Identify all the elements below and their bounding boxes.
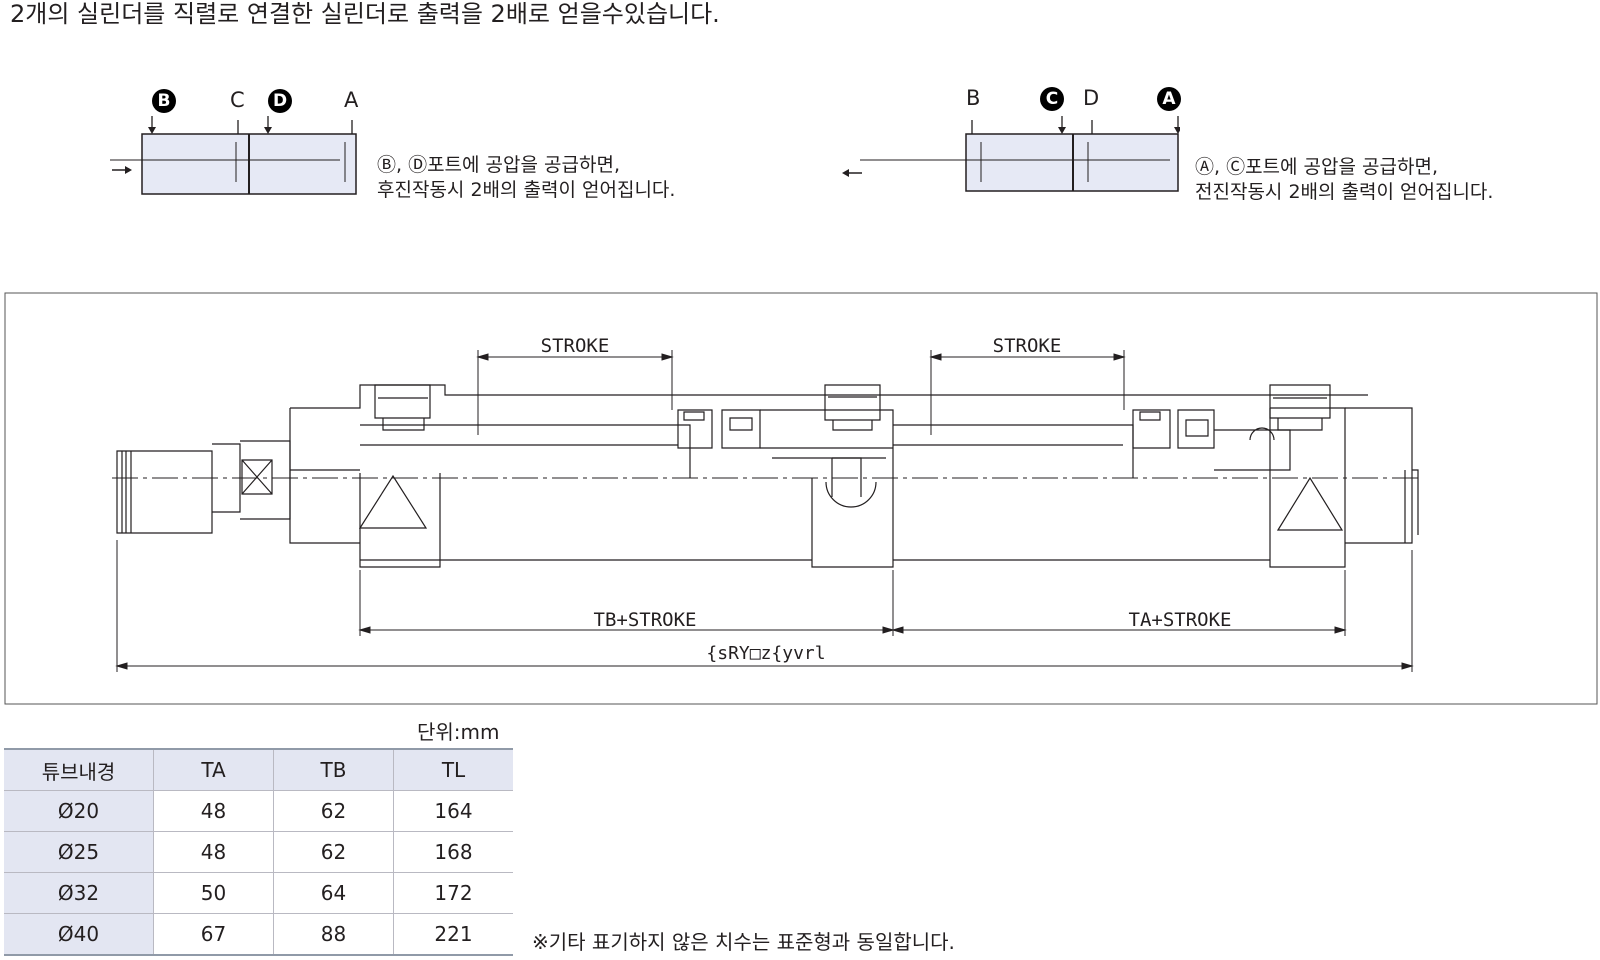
ta-dim-label: TA+STRΟKE (1129, 609, 1232, 631)
port-d-circle: D (268, 89, 292, 113)
header-tb: TB (273, 748, 394, 791)
port-a-label: A (344, 88, 359, 112)
front-head (289, 384, 1368, 544)
cell-bore: Ø32 (4, 872, 154, 914)
rear-cover (1345, 407, 1419, 544)
cell-ta: 48 (153, 831, 274, 873)
cylinder-drawing: STRΟKE STRΟKE TB+STRΟKE TA+STRΟKE {sRY□z… (4, 292, 1598, 705)
front-barrel-top (360, 424, 691, 478)
rod-thread (116, 450, 213, 534)
total-dim-label: {sRY□z{yvrl (706, 643, 825, 664)
cell-tb: 88 (273, 913, 394, 956)
left-note: Ⓑ, Ⓓ포트에 공압을 공급하면, 후진작동시 2배의 출력이 얻어집니다. (377, 153, 675, 203)
rear-piston (1132, 409, 1215, 449)
cell-tb: 62 (273, 831, 394, 873)
rod-flats-x (241, 459, 273, 495)
left-feed-arrowhead (125, 166, 132, 174)
table-header-row: 튜브내경 TA TB TL (4, 748, 513, 791)
footnote: ※기타 표기하지 않은 치수는 표준형과 동일합니다. (532, 930, 955, 954)
front-cushion-triangle (358, 474, 428, 529)
table-row: Ø20 48 62 164 (4, 790, 513, 832)
drawing-frame (4, 292, 1598, 705)
spec-table: 튜브내경 TA TB TL Ø20 48 62 164 Ø25 48 62 16… (4, 748, 513, 956)
table-row: Ø32 50 64 172 (4, 872, 513, 914)
cell-tl: 168 (393, 831, 513, 873)
table-row: Ø25 48 62 168 (4, 831, 513, 873)
stroke-label-right: STRΟKE (993, 335, 1062, 357)
rear-cushion-triangle (1276, 476, 1344, 531)
tb-dim-label: TB+STRΟKE (594, 609, 697, 631)
cell-tl: 164 (393, 790, 513, 832)
header-tl: TL (393, 748, 513, 791)
rear-port (1269, 384, 1331, 431)
front-port (374, 384, 431, 431)
middle-port (824, 384, 881, 431)
unit-label: 단위:mm (417, 720, 500, 744)
cell-tb: 64 (273, 872, 394, 914)
rear-head (1214, 407, 1346, 568)
cell-tl: 221 (393, 913, 513, 956)
cell-ta: 67 (153, 913, 274, 956)
port-b-circle: B (152, 89, 176, 113)
port-a-circle: A (1157, 87, 1181, 111)
headline: 2개의 실린더를 직렬로 연결한 실린더로 출력을 2배로 얻을수있습니다. (10, 0, 720, 28)
cell-bore: Ø20 (4, 790, 154, 832)
right-cylinder-schematic (842, 116, 1180, 192)
header-ta: TA (153, 748, 274, 791)
right-note: Ⓐ, Ⓒ포트에 공압을 공급하면, 전진작동시 2배의 출력이 얻어집니다. (1195, 155, 1493, 205)
left-cylinder-schematic (110, 116, 357, 195)
right-note-line1: Ⓐ, Ⓒ포트에 공압을 공급하면, (1195, 156, 1438, 178)
cell-ta: 50 (153, 872, 274, 914)
middle-block (760, 409, 894, 568)
port-d-label: D (1083, 86, 1100, 110)
cell-tb: 62 (273, 790, 394, 832)
port-c-circle: C (1040, 87, 1064, 111)
right-note-line2: 전진작동시 2배의 출력이 얻어집니다. (1195, 181, 1494, 203)
middle-boss (825, 457, 877, 508)
right-feed-arrowhead (842, 169, 849, 177)
front-barrel-bottom (359, 473, 812, 568)
port-c-label: C (230, 88, 245, 112)
cell-ta: 48 (153, 790, 274, 832)
left-note-line1: Ⓑ, Ⓓ포트에 공압을 공급하면, (377, 154, 620, 176)
rod-hex (212, 440, 291, 520)
header-bore: 튜브내경 (4, 748, 154, 791)
cell-bore: Ø25 (4, 831, 154, 873)
stroke-label-left: STRΟKE (541, 335, 610, 357)
port-b-label: B (966, 86, 981, 110)
left-note-line2: 후진작동시 2배의 출력이 얻어집니다. (377, 179, 676, 201)
cell-bore: Ø40 (4, 913, 154, 956)
cell-tl: 172 (393, 872, 513, 914)
rear-barrel-top (893, 424, 1134, 478)
table-row: Ø40 67 88 221 (4, 913, 513, 956)
